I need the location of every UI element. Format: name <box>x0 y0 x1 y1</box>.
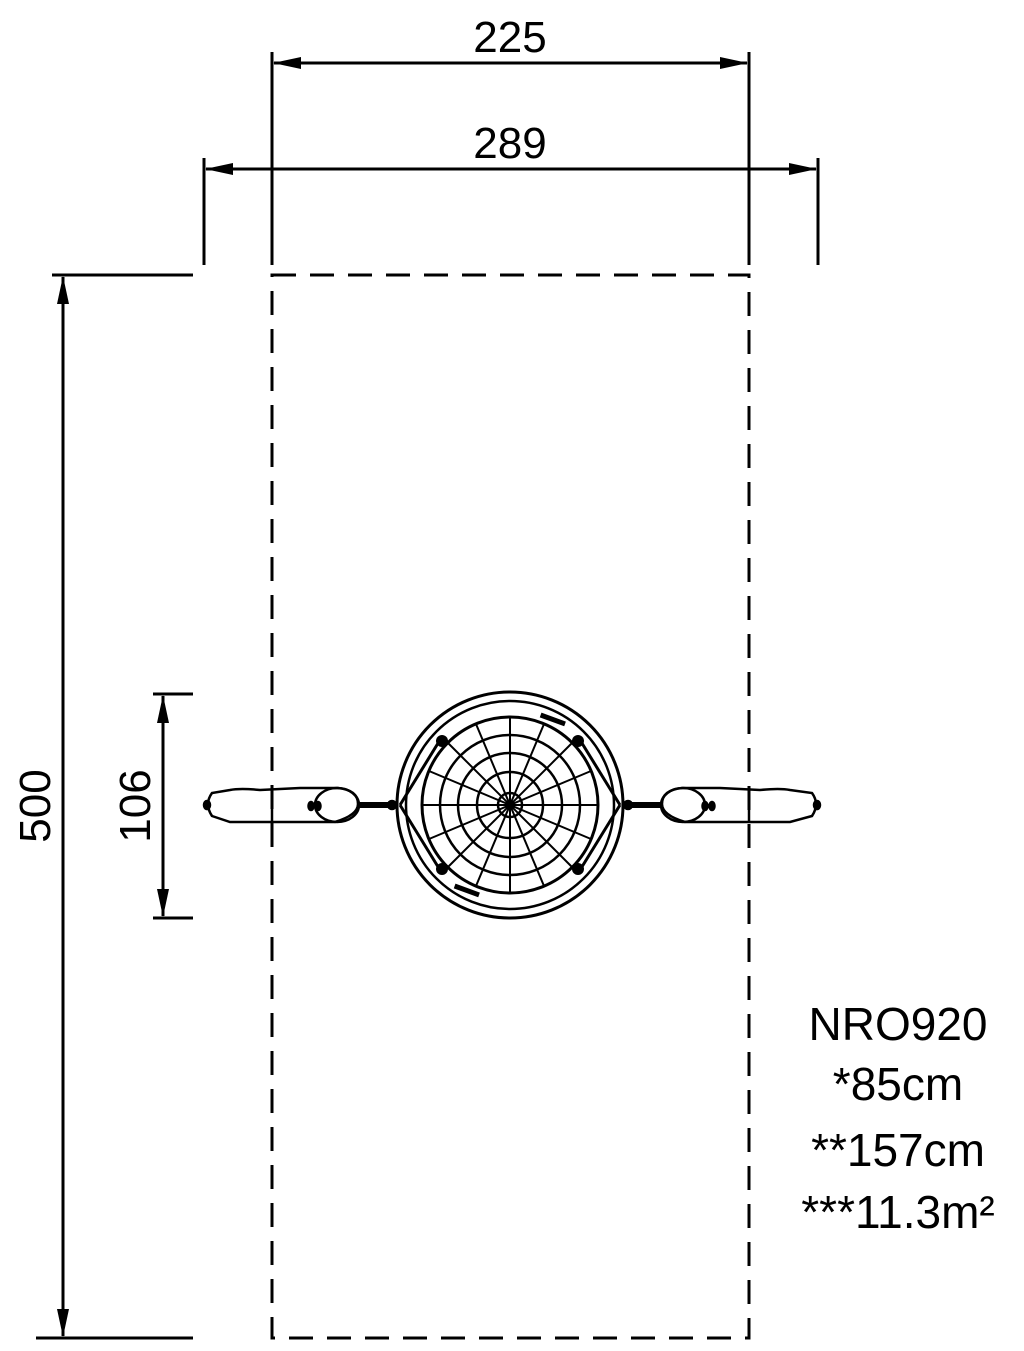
dimension-289-label: 289 <box>473 119 546 168</box>
right-beam-attachment <box>622 786 822 824</box>
fall-height-value: **157cm <box>811 1124 985 1176</box>
dimension-106-label: 106 <box>111 769 160 842</box>
dimension-500-label: 500 <box>11 769 60 842</box>
dimension-500: 500 <box>11 273 193 1340</box>
dimension-225-label: 225 <box>473 13 546 62</box>
impact-area-value: ***11.3m² <box>801 1186 994 1238</box>
dimension-289: 289 <box>202 119 820 265</box>
product-label: NRO920 *85cm **157cm ***11.3m² <box>801 998 994 1238</box>
free-height-value: *85cm <box>833 1058 963 1110</box>
dimension-225: 225 <box>270 13 751 265</box>
nest-swing-seat <box>395 690 625 920</box>
product-code: NRO920 <box>809 998 988 1050</box>
left-beam-attachment <box>202 786 398 824</box>
dimension-106: 106 <box>111 692 193 920</box>
